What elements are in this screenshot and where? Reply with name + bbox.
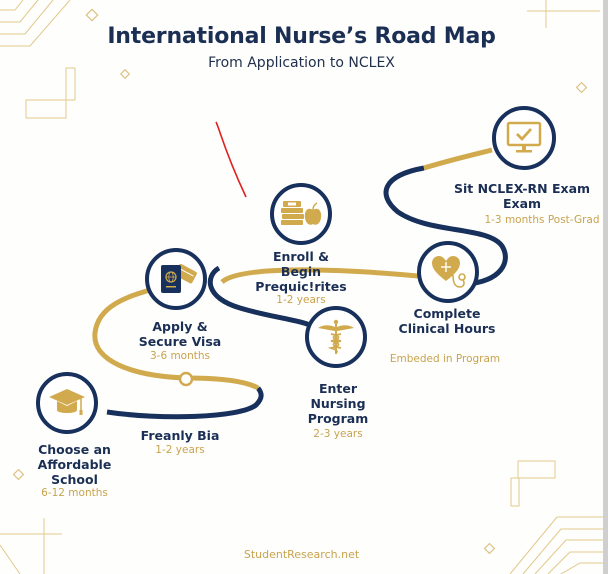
window-edge [603, 0, 608, 574]
step-duration: 3-6 months [149, 350, 211, 362]
step-label-line: Apply & [152, 319, 208, 334]
passport-visa-icon [161, 263, 197, 293]
step-label-line: Affordable [37, 457, 112, 472]
step-label-line: Program [307, 411, 369, 426]
books-apple-icon [281, 201, 322, 225]
step-icon-circle [36, 372, 98, 434]
step-icon-circle [417, 241, 479, 303]
step-duration: 1-2 years [155, 444, 205, 456]
step-label-line: Clinical Hours [398, 321, 496, 336]
step-label-line: Complete [413, 306, 481, 321]
step-label: Freanly Bia [140, 428, 220, 443]
step-duration: 1-2 years [276, 294, 326, 306]
graduation-cap-icon [49, 389, 85, 415]
milestone-dot [178, 371, 194, 387]
step-duration: 6-12 months [41, 487, 108, 499]
step-duration: 2-3 years [313, 428, 363, 440]
step-icon-circle [492, 106, 556, 170]
step-label-line: Sit NCLEX-RN Exam [453, 181, 591, 196]
step-label-line: Enter [318, 381, 358, 396]
step-label-line: Enroll & [272, 249, 329, 264]
page-title: International Nurse’s Road Map [107, 24, 496, 49]
step-icon-circle [145, 248, 207, 310]
step-icon-circle [270, 183, 332, 245]
step-label-line: Secure Visa [138, 334, 222, 349]
step-duration: 1-3 months Post-Grad [484, 214, 600, 226]
red-annotation-mark [215, 121, 247, 198]
step-duration: Embeded in Program [389, 353, 501, 365]
step-label-line: Choose an [38, 442, 111, 457]
step-label-line: Begin [280, 264, 322, 279]
heart-stethoscope-icon [432, 256, 466, 288]
step-icon-circle [305, 306, 367, 368]
step-label-line: Nursing [310, 396, 366, 411]
step-label-line: School [51, 472, 98, 487]
page-subtitle: From Application to NCLEX [208, 55, 395, 71]
step-label-line: Prequic!rites [255, 279, 347, 294]
source-credit: StudentResearch.net [243, 548, 360, 561]
caduceus-icon [318, 319, 354, 354]
step-label-line: Exam [502, 196, 542, 211]
monitor-check-icon [506, 121, 542, 153]
